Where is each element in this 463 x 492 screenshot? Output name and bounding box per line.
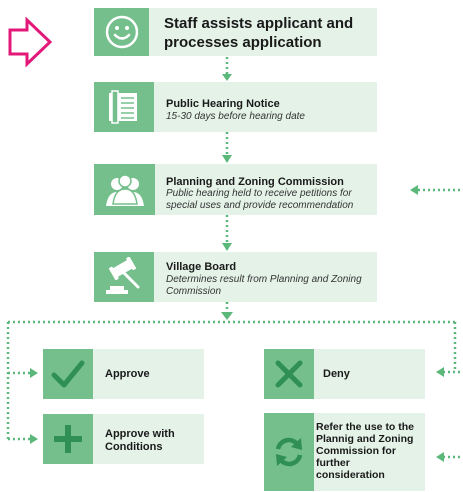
outcome-approve-conditions-label: Approve with Conditions <box>105 428 175 453</box>
step-notice-subtitle: 15-30 days before hearing date <box>166 111 305 122</box>
step-commission-title: Planning and Zoning Commission <box>166 176 344 188</box>
refresh-icon <box>275 437 303 467</box>
step-commission-subtitle: Public hearing held to receive petitions… <box>166 188 354 211</box>
step-notice-title: Public Hearing Notice <box>166 98 280 110</box>
outcome-refer-icon-tile <box>264 413 314 491</box>
outcome-approve-icon-tile <box>43 349 93 399</box>
outcome-deny-label: Deny <box>323 368 350 380</box>
step-board-title: Village Board <box>166 261 237 273</box>
step-staff-title: Staff assists applicant and processes ap… <box>164 15 354 51</box>
outcome-approve-label: Approve <box>105 368 150 380</box>
step-staff-icon-tile <box>94 8 149 56</box>
checkmark-icon <box>51 360 85 388</box>
smiley-icon <box>105 15 138 49</box>
people-icon <box>105 173 144 206</box>
outcome-refer-label: Refer the use to the Plannig and Zoning … <box>316 421 415 481</box>
start-arrow-icon <box>8 16 53 68</box>
outcome-approve-conditions-icon-tile <box>43 414 93 464</box>
gavel-icon <box>106 257 140 294</box>
step-commission-icon-tile <box>94 164 155 215</box>
step-board-subtitle: Determines result from Planning and Zoni… <box>166 274 362 297</box>
step-notice-icon-tile <box>94 82 154 132</box>
outcome-deny-icon-tile <box>264 349 314 399</box>
document-icon <box>109 90 137 124</box>
plus-icon <box>54 425 82 453</box>
x-icon <box>275 360 303 388</box>
step-board-icon-tile <box>94 252 154 302</box>
